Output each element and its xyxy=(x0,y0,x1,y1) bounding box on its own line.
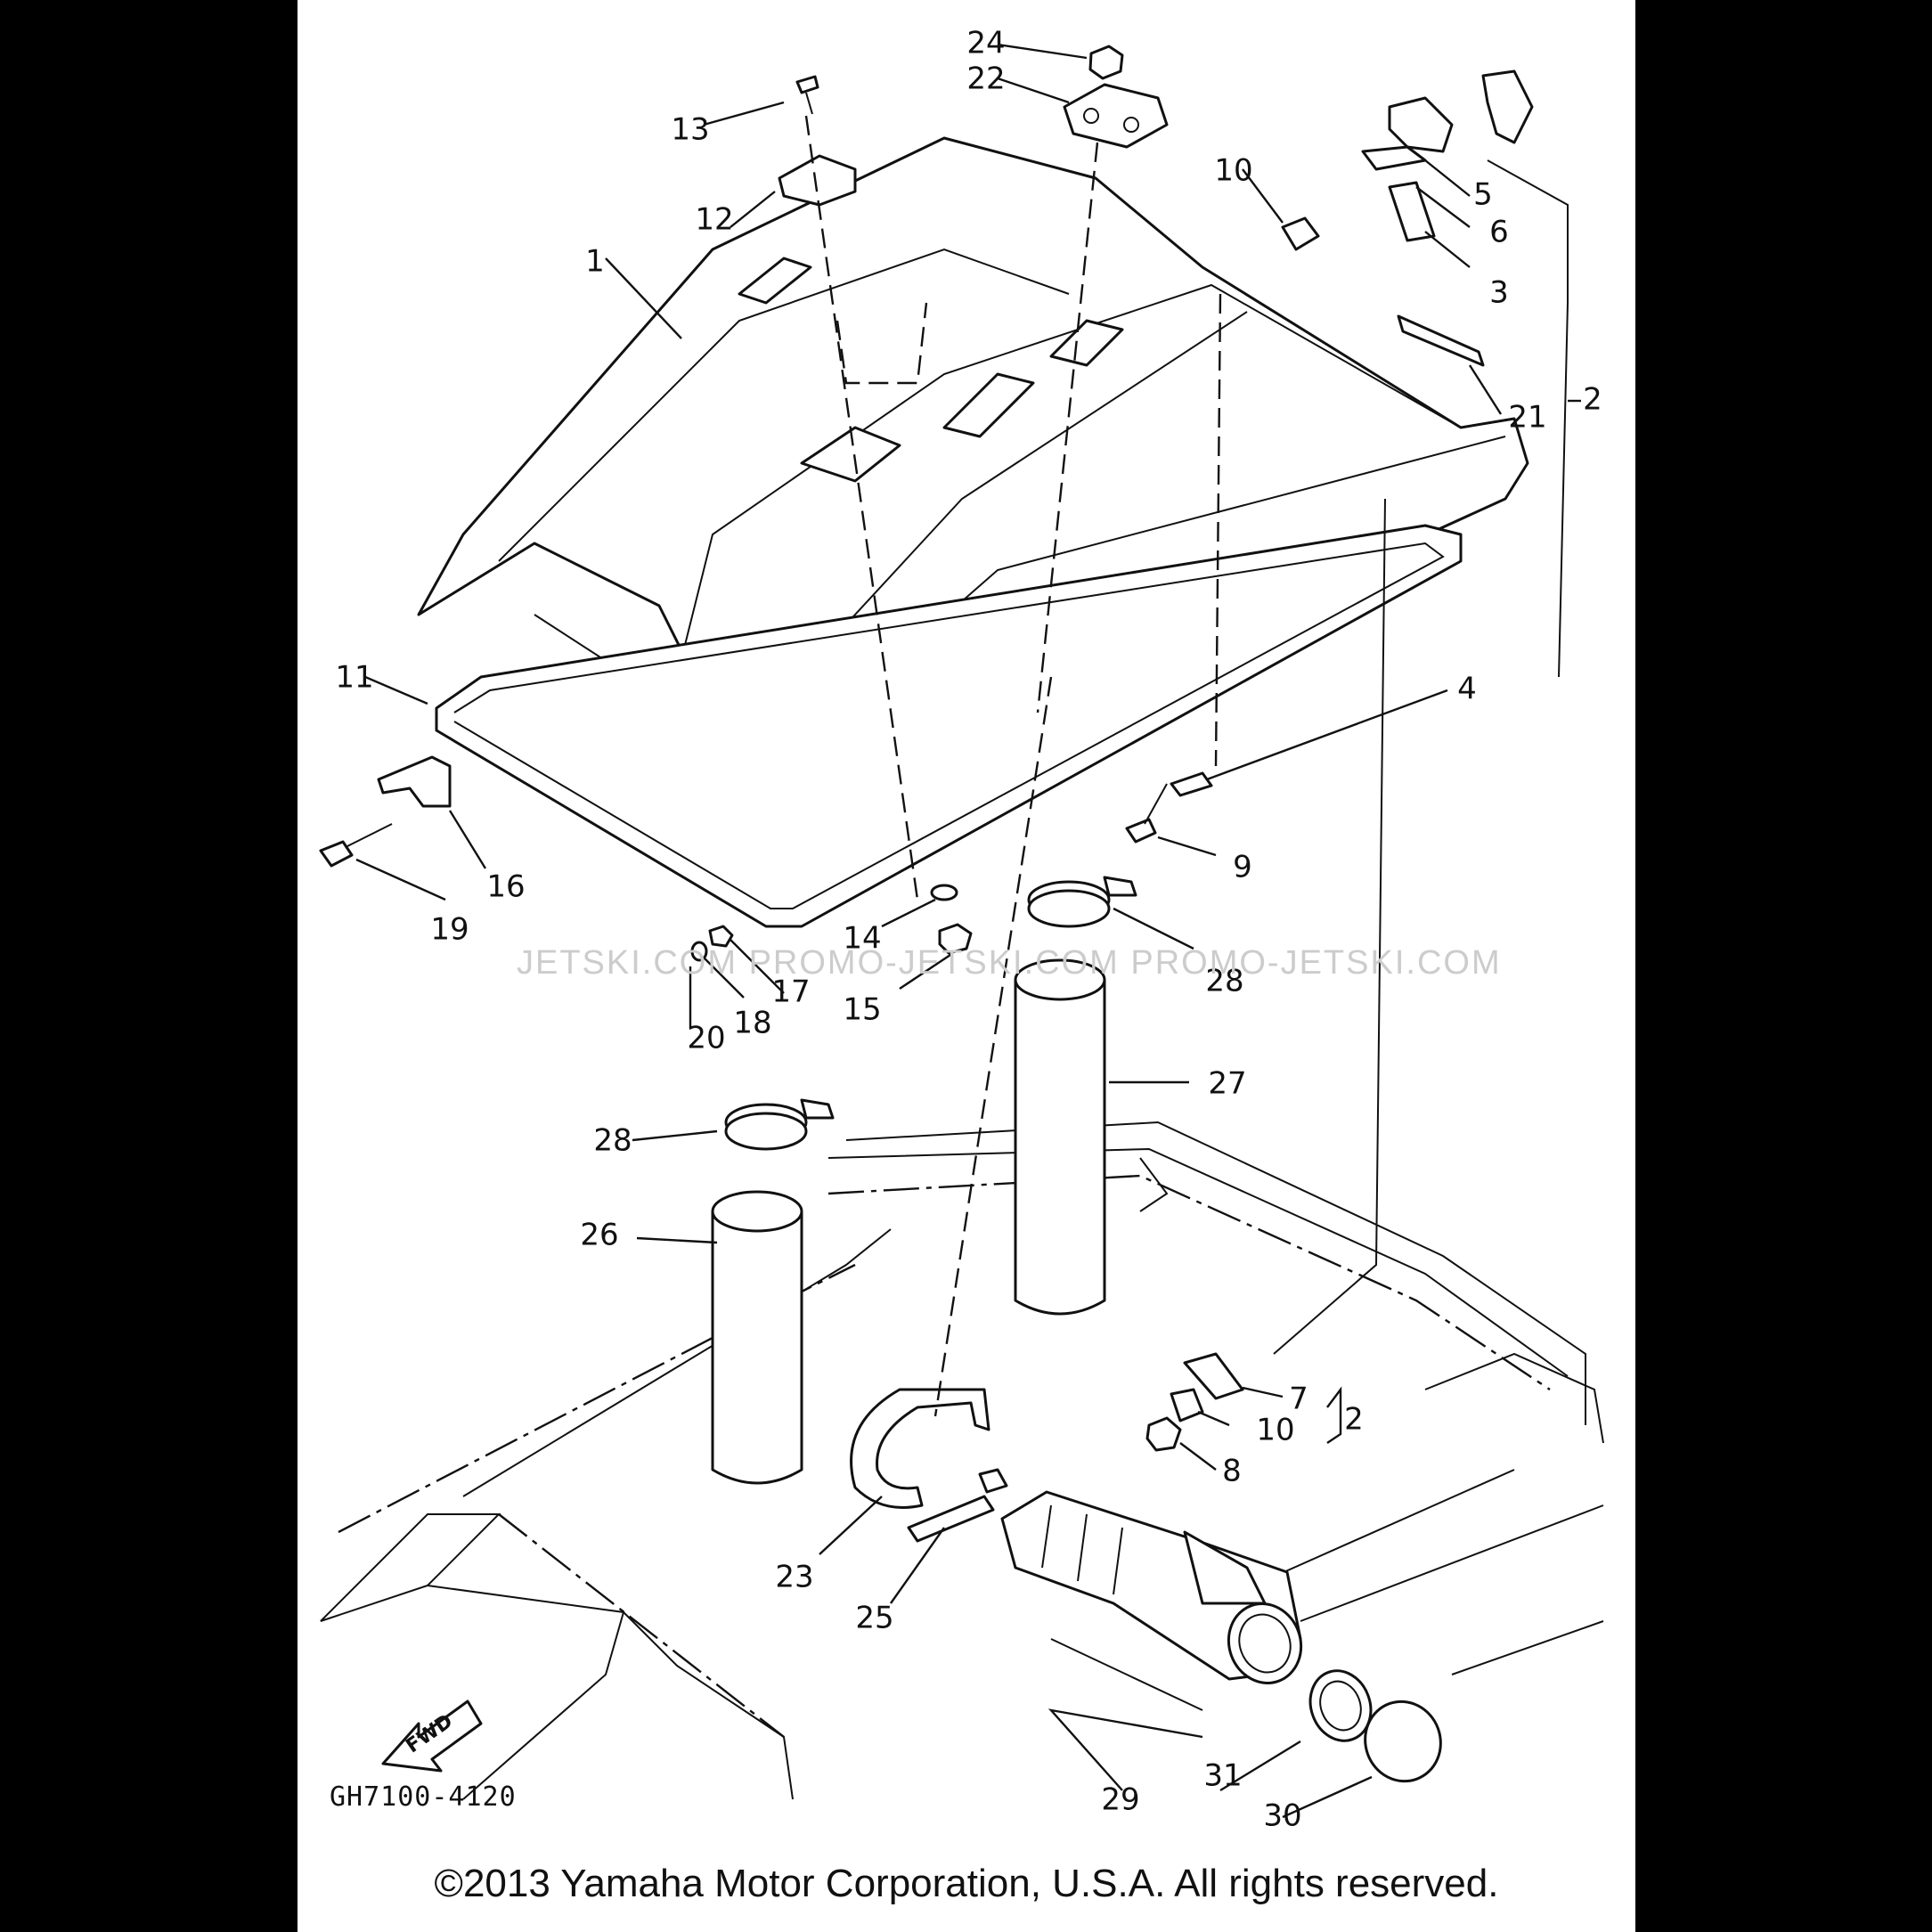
callout-1: 1 xyxy=(585,244,605,280)
callout-21: 21 xyxy=(1508,400,1546,436)
callout-12: 12 xyxy=(695,202,733,238)
callout-23: 23 xyxy=(775,1560,813,1595)
callout-19: 19 xyxy=(430,912,469,948)
watermark: JETSKI.COM PROMO-JETSKI.COM PROMO-JETSKI… xyxy=(517,944,1502,982)
callout-14: 14 xyxy=(843,921,881,957)
hood-seal xyxy=(435,524,1463,928)
callout-20: 20 xyxy=(687,1021,725,1056)
callout-8: 8 xyxy=(1222,1454,1242,1489)
callout-11: 11 xyxy=(335,660,373,696)
callout-10-upper: 10 xyxy=(1214,153,1252,189)
callout-18: 18 xyxy=(733,1006,771,1041)
callout-5: 5 xyxy=(1473,177,1493,213)
drawing-code: GH7100-4120 xyxy=(330,1781,517,1813)
callout-16: 16 xyxy=(486,869,525,905)
callout-6: 6 xyxy=(1489,215,1509,250)
hose-clamps xyxy=(724,876,1137,1151)
callout-31: 31 xyxy=(1203,1758,1242,1794)
callout-numbers: 1 2 2 3 4 5 6 7 8 9 10 10 11 12 13 14 15… xyxy=(335,26,1602,1834)
callout-24: 24 xyxy=(966,26,1005,61)
callout-13: 13 xyxy=(671,112,709,148)
callout-9: 9 xyxy=(1233,850,1252,885)
callout-26: 26 xyxy=(580,1218,618,1253)
fwd-arrow: FWD xyxy=(381,1700,483,1773)
callout-15: 15 xyxy=(843,992,881,1028)
mount-bracket xyxy=(850,1388,1008,1543)
callout-3: 3 xyxy=(1489,275,1509,311)
callout-28-upper: 28 xyxy=(1205,964,1243,999)
callout-30: 30 xyxy=(1263,1798,1301,1834)
assembly-lines xyxy=(804,115,1569,1417)
hull-deck-outline xyxy=(320,1121,1604,1800)
callout-2-lower: 2 xyxy=(1344,1402,1364,1438)
callout-27: 27 xyxy=(1208,1066,1246,1102)
callout-leaders xyxy=(355,43,1581,1819)
callout-25: 25 xyxy=(855,1601,893,1636)
vent-assembly xyxy=(1000,1490,1442,1783)
hardware-parts xyxy=(319,45,1534,1452)
callout-10-lower: 10 xyxy=(1256,1413,1294,1448)
air-ducts xyxy=(711,958,1106,1485)
callout-29: 29 xyxy=(1101,1782,1139,1818)
callout-28-lower: 28 xyxy=(593,1123,632,1159)
callout-22: 22 xyxy=(966,61,1005,97)
callout-2-upper: 2 xyxy=(1583,382,1602,418)
callout-17: 17 xyxy=(771,974,810,1010)
callout-4: 4 xyxy=(1457,672,1477,707)
callout-7: 7 xyxy=(1289,1382,1308,1417)
copyright-notice: ©2013 Yamaha Motor Corporation, U.S.A. A… xyxy=(434,1862,1499,1905)
